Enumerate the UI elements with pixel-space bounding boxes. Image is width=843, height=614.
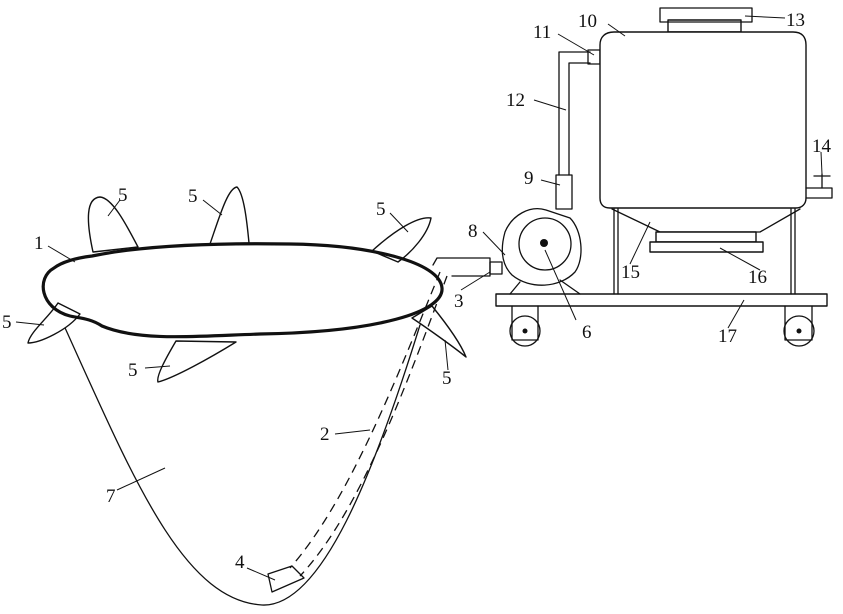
label-17: 17 [718,326,737,347]
label-3: 3 [454,291,464,312]
label-6: 6 [582,322,592,343]
label-5-bottom-right: 5 [442,368,452,389]
connector-pipe [432,257,503,277]
float-spikes [27,186,467,383]
spike-top-right [371,217,432,263]
label-1: 1 [34,233,44,254]
label-13: 13 [786,10,805,31]
label-15: 15 [621,262,640,283]
label-5-top-middle: 5 [188,186,198,207]
leader-lines [15,15,823,581]
floating-ring [41,242,444,339]
label-12: 12 [506,90,525,111]
label-11: 11 [533,22,551,43]
pump [501,208,582,295]
label-10: 10 [578,11,597,32]
label-5-left: 5 [2,312,12,333]
spike-left [27,302,81,344]
label-5-top-right: 5 [376,199,386,220]
base-cart [495,293,828,347]
label-4: 4 [235,552,245,573]
tank [599,7,833,295]
spike-bottom-right [411,305,467,358]
spike-top-left [87,196,139,253]
suction-pipe-outer [289,271,441,569]
spike-bottom [157,340,237,383]
spike-top-middle [209,186,250,245]
riser-pipe [555,49,601,210]
part-labels: 1 2 3 4 5 5 5 5 5 5 6 7 8 9 10 11 12 13 … [2,10,832,573]
label-9: 9 [524,168,534,189]
label-2: 2 [320,424,330,445]
label-8: 8 [468,221,478,242]
label-5-bottom: 5 [128,360,138,381]
label-5-top-left: 5 [118,185,128,206]
label-7: 7 [106,486,116,507]
suction-head [267,565,305,593]
label-16: 16 [748,267,767,288]
label-14: 14 [812,136,832,157]
